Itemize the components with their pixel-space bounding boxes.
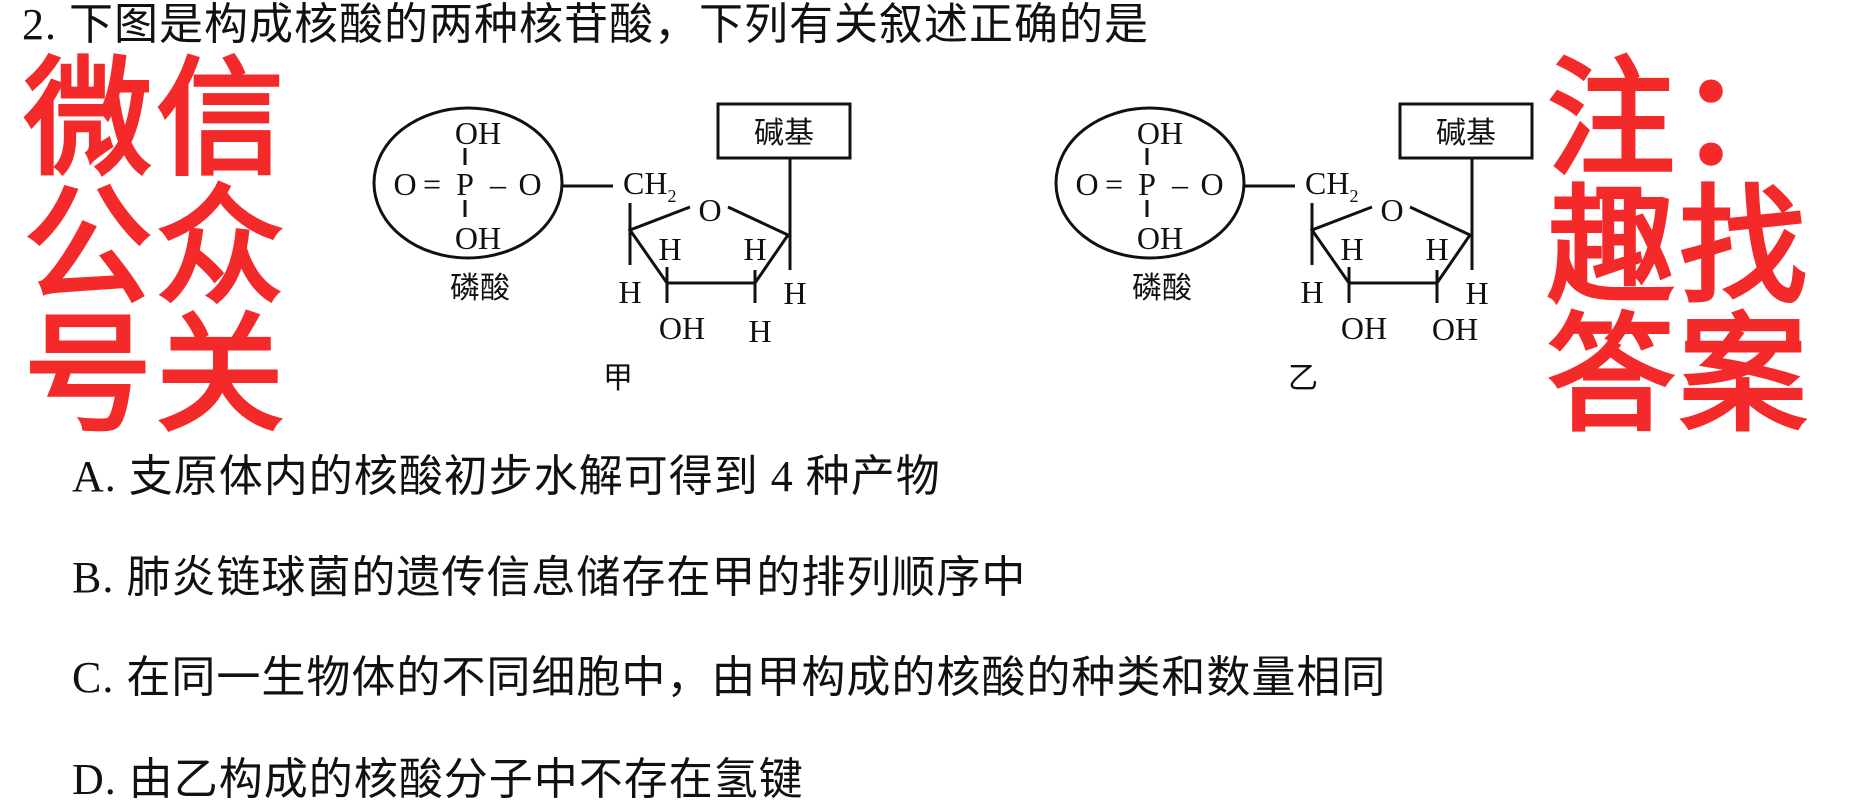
c2-group: H xyxy=(748,313,771,349)
double-bond: = xyxy=(1105,166,1123,202)
o-right: O xyxy=(518,166,541,202)
phosphate-label: 磷酸 xyxy=(1132,272,1192,305)
nucleotide-yi: OH O = P – O OH 磷酸 CH2 O 碱基 H H H H OH O… xyxy=(1054,102,1534,395)
caption-jia: 甲 xyxy=(603,362,633,395)
single-bond: – xyxy=(1171,166,1189,202)
option-d: D. 由乙构成的核酸分子中不存在氢键 xyxy=(72,755,804,804)
option-c: C. 在同一生物体的不同细胞中，由甲构成的核酸的种类和数量相同 xyxy=(72,653,1387,702)
h-c4: H xyxy=(1300,274,1323,310)
oh-bottom: OH xyxy=(1137,220,1183,256)
h-c2: H xyxy=(1425,231,1448,267)
o-left: O xyxy=(393,166,416,202)
c3-oh: OH xyxy=(1341,310,1387,346)
o-right: O xyxy=(1200,166,1223,202)
question-stem: 2. 下图是构成核酸的两种核苷酸，下列有关叙述正确的是 xyxy=(22,0,1149,49)
base-box xyxy=(716,102,852,160)
h-c1: H xyxy=(1465,275,1488,311)
base-label: 碱基 xyxy=(1436,117,1496,150)
phosphate-label: 磷酸 xyxy=(450,272,510,305)
oh-top: OH xyxy=(455,115,501,151)
caption-yi: 乙 xyxy=(1288,362,1318,395)
phosphate-ellipse xyxy=(1054,106,1246,260)
base-label: 碱基 xyxy=(754,117,814,150)
single-bond: – xyxy=(489,166,507,202)
double-bond: = xyxy=(423,166,441,202)
ring-oxygen: O xyxy=(698,192,721,228)
h-c2: H xyxy=(743,231,766,267)
c3-oh: OH xyxy=(659,310,705,346)
p-atom: P xyxy=(1138,166,1156,202)
ring-oxygen: O xyxy=(1380,192,1403,228)
nucleotide-jia: OH O = P – O OH 磷酸 CH2 O 碱基 H H H H OH H… xyxy=(372,102,852,395)
p-atom: P xyxy=(456,166,474,202)
oh-bottom: OH xyxy=(455,220,501,256)
h-c3: H xyxy=(1340,231,1363,267)
option-b: B. 肺炎链球菌的遗传信息储存在甲的排列顺序中 xyxy=(72,553,1027,602)
phosphate-ellipse xyxy=(372,106,564,260)
o-left: O xyxy=(1075,166,1098,202)
ch2-group: CH2 xyxy=(623,165,676,206)
ch2-group: CH2 xyxy=(1305,165,1358,206)
base-box xyxy=(1398,102,1534,160)
watermark: 微信公众号关注：趣找答案 xyxy=(24,45,1812,450)
h-c3: H xyxy=(658,231,681,267)
oh-top: OH xyxy=(1137,115,1183,151)
h-c4: H xyxy=(618,274,641,310)
option-a: A. 支原体内的核酸初步水解可得到 4 种产物 xyxy=(72,452,941,501)
h-c1: H xyxy=(783,275,806,311)
c2-oh: OH xyxy=(1432,311,1478,347)
